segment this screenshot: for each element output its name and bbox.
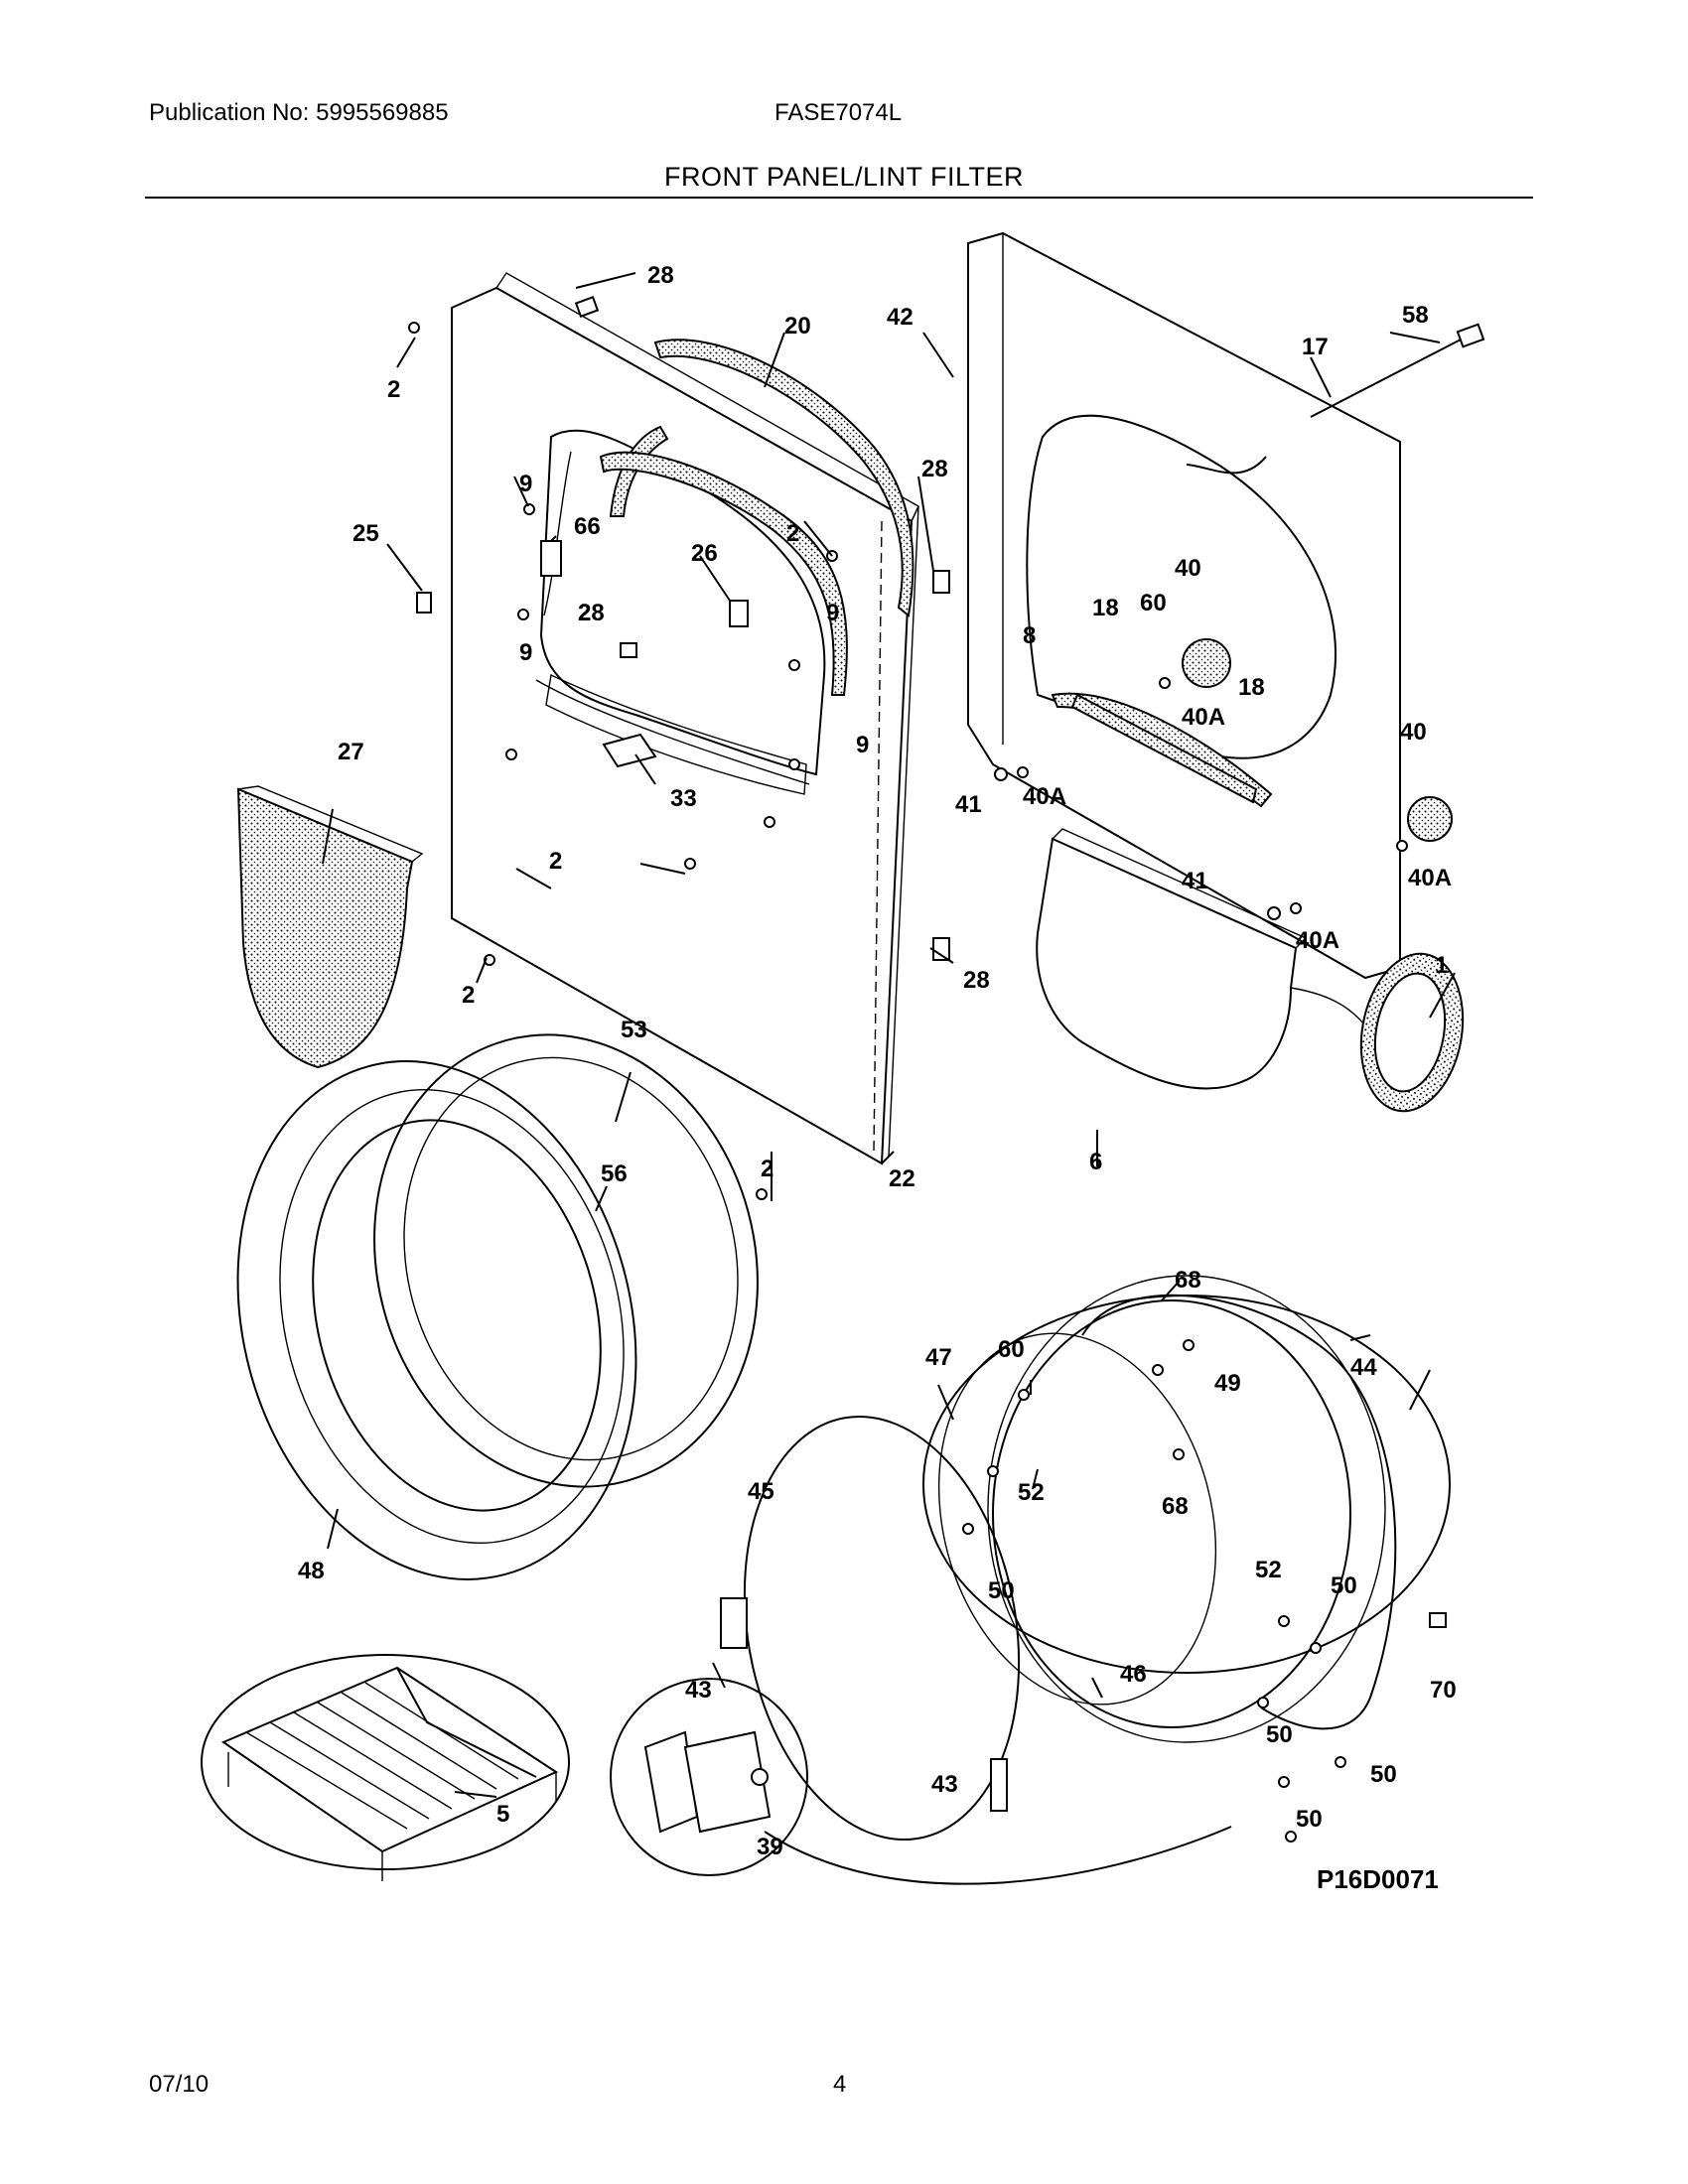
callout-label: 27	[338, 739, 364, 765]
callout-label: 53	[621, 1017, 647, 1043]
callout-label: 28	[578, 600, 605, 626]
door-trim-part	[236, 1060, 637, 1580]
callout-labels: 28 2 20 42 58 17 2 25 9 66 28 2 26 9 28 …	[298, 262, 1457, 1860]
revision-date: 07/10	[149, 2071, 210, 2098]
callout-label: 60	[998, 1336, 1025, 1363]
figure-id: P16D0071	[1317, 1864, 1439, 1894]
callout-label: 9	[856, 732, 869, 758]
callout-label: 33	[670, 785, 697, 812]
publication-number: Publication No: 5995569885	[149, 99, 449, 126]
callout-label: 45	[748, 1478, 774, 1505]
callout-label: 9	[519, 639, 532, 666]
callout-label: 56	[601, 1160, 628, 1187]
nut-parts	[994, 677, 1408, 920]
door-ring-part	[373, 1033, 759, 1488]
door-latch-inset	[610, 1678, 1232, 1885]
callout-label: 52	[1255, 1557, 1282, 1583]
callout-label: 44	[1350, 1354, 1377, 1381]
callout-label: 2	[786, 520, 799, 547]
callout-label: 1	[1435, 952, 1448, 979]
callout-label: 60	[1140, 590, 1167, 616]
callout-label: 40A	[1408, 865, 1452, 891]
callout-label: 40A	[1023, 783, 1066, 810]
page-title: FRONT PANEL/LINT FILTER	[663, 162, 1025, 192]
callout-label: 49	[1214, 1370, 1241, 1397]
lint-filter-part	[236, 785, 424, 1069]
callout-label: 40	[1400, 719, 1427, 746]
duct-seal-part	[1359, 952, 1465, 1113]
door-outer-seal-part	[1081, 1294, 1397, 1730]
callout-label: 41	[1182, 868, 1208, 894]
callout-label: 50	[1370, 1761, 1397, 1788]
callout-label: 28	[921, 456, 948, 482]
callout-label: 66	[574, 513, 601, 540]
callout-label: 18	[1238, 674, 1265, 701]
bulkhead-part	[967, 231, 1485, 980]
callout-label: 40	[1175, 555, 1201, 582]
callout-label: 6	[1089, 1149, 1102, 1175]
callout-label: 50	[1331, 1572, 1357, 1599]
callout-label: 58	[1402, 302, 1429, 329]
callout-label: 42	[887, 304, 914, 331]
callout-label: 40A	[1296, 927, 1339, 954]
callout-label: 68	[1175, 1267, 1201, 1294]
callout-label: 8	[1023, 622, 1036, 649]
callout-label: 40A	[1182, 704, 1225, 731]
callout-label: 43	[931, 1771, 958, 1798]
callout-label: 47	[925, 1344, 952, 1371]
callout-label: 43	[685, 1677, 712, 1704]
callout-label: 50	[988, 1577, 1015, 1604]
callout-label: 25	[352, 520, 379, 547]
hinge-part	[990, 1758, 1008, 1812]
callout-label: 2	[387, 376, 400, 403]
callout-label: 48	[298, 1558, 325, 1584]
callout-label: 20	[784, 313, 811, 340]
callout-label: 46	[1120, 1661, 1147, 1688]
model-number: FASE7074L	[774, 99, 903, 126]
callout-label: 68	[1162, 1493, 1189, 1520]
front-panel-part	[451, 272, 919, 1165]
callout-label: 2	[549, 848, 562, 875]
page-number: 4	[833, 2071, 847, 2098]
leader-lines	[322, 272, 1456, 1798]
callout-label: 28	[647, 262, 674, 289]
callout-label: 39	[757, 1834, 783, 1860]
callout-label: 50	[1296, 1806, 1323, 1833]
callout-label: 41	[955, 791, 982, 818]
callout-label: 52	[1018, 1479, 1045, 1506]
callout-label: 5	[496, 1801, 509, 1828]
callout-label: 22	[889, 1165, 915, 1192]
callout-label: 2	[578, 600, 591, 626]
callout-label: 50	[1266, 1721, 1293, 1748]
callout-label: 18	[1092, 595, 1119, 621]
callout-label: 17	[1302, 334, 1329, 360]
callout-label: 70	[1430, 1677, 1457, 1704]
bracket-parts	[416, 296, 950, 961]
header-rule	[145, 197, 1533, 199]
drying-rack-inset	[201, 1654, 570, 1881]
callout-label: 9	[826, 600, 839, 626]
callout-label: 26	[691, 540, 718, 567]
callout-label: 2	[462, 982, 475, 1009]
callout-label: 28	[963, 967, 990, 994]
callout-label: 9	[519, 471, 532, 497]
door-screw-parts	[962, 1339, 1447, 1843]
callout-label: 2	[761, 1156, 774, 1182]
hinge-part	[720, 1597, 748, 1649]
front-panel-gasket-part	[609, 339, 914, 617]
